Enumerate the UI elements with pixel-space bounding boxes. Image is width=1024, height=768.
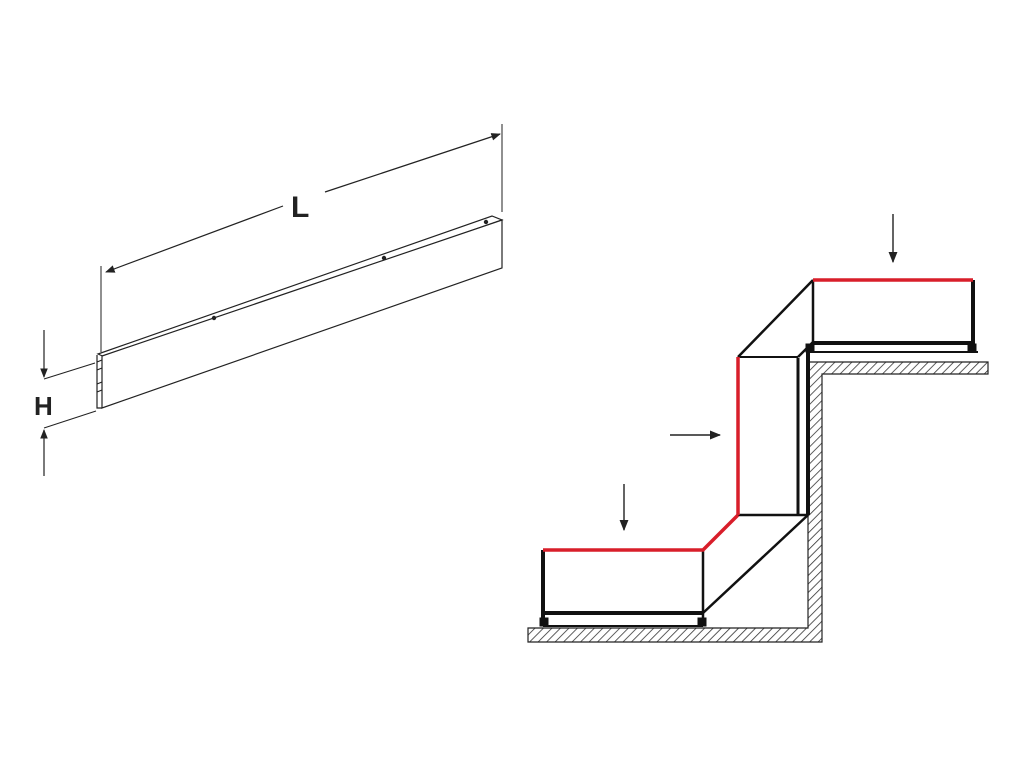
height-label: H — [34, 391, 53, 421]
shelf-strip-figure — [40, 124, 504, 476]
riser — [738, 350, 810, 515]
strip-end-hooks — [96, 355, 103, 409]
length-label: L — [291, 191, 309, 224]
lower-step — [539, 550, 707, 627]
strip-hole — [381, 255, 387, 261]
h-extension-line-bottom — [43, 410, 97, 429]
ground-hatch — [527, 361, 989, 643]
l-dimension-line-left — [105, 205, 284, 273]
lower-connector — [702, 513, 809, 614]
strip-hole — [211, 315, 217, 321]
upper-step — [805, 280, 978, 353]
strip-hole — [483, 219, 489, 225]
highlight-edges — [543, 278, 973, 552]
h-extension-line-top — [43, 362, 96, 380]
l-dimension-line-right — [324, 133, 501, 193]
load-arrows — [619, 214, 898, 532]
strip-front-face — [101, 219, 503, 409]
upper-connector — [737, 279, 814, 358]
lower-highlight — [543, 513, 740, 552]
stepped-profile-figure — [527, 214, 989, 643]
